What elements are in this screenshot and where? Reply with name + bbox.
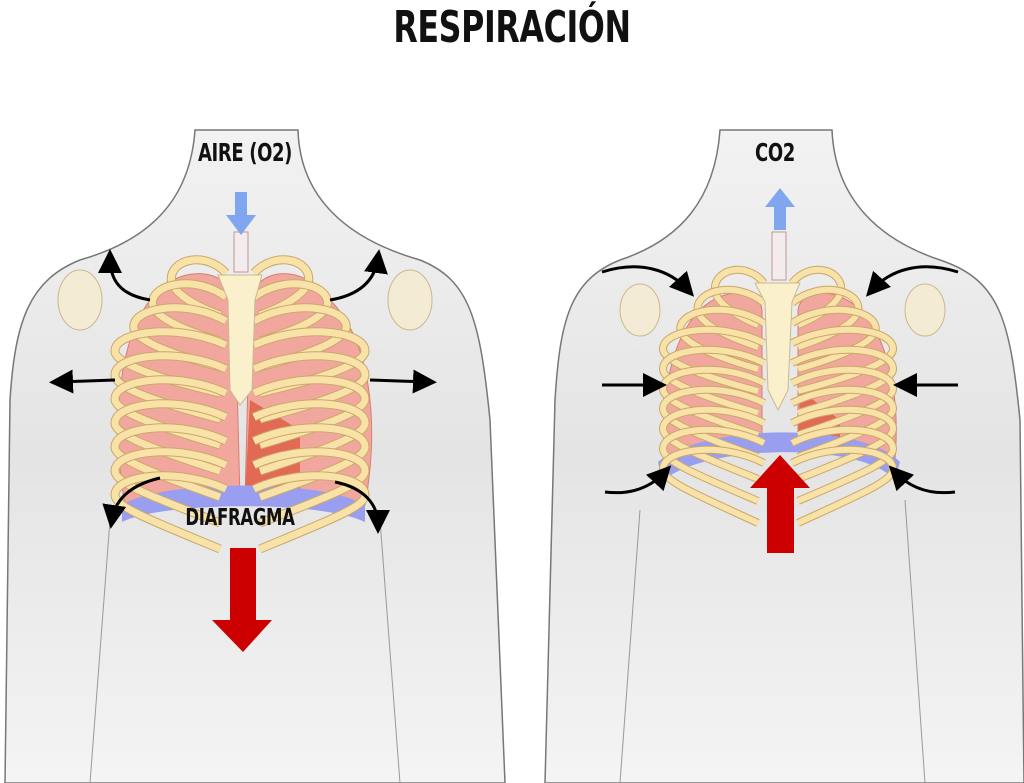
rib bbox=[659, 346, 766, 416]
rib bbox=[790, 406, 897, 482]
rib bbox=[659, 326, 766, 394]
shoulder-bones bbox=[57, 269, 946, 337]
rib bbox=[167, 256, 229, 319]
trachea-inhale bbox=[233, 231, 249, 273]
contraction-arrows bbox=[601, 265, 959, 495]
ribcage-inhale bbox=[110, 255, 370, 554]
co2-out-arrow bbox=[765, 188, 795, 230]
rib bbox=[111, 448, 228, 527]
sternum-inhale bbox=[217, 274, 263, 406]
rib bbox=[659, 386, 766, 460]
ribcage-exhale bbox=[658, 265, 898, 527]
co2-label: CO2 bbox=[755, 138, 795, 167]
diaphragm-down-arrow bbox=[212, 548, 272, 652]
trachea-exhale bbox=[771, 231, 787, 281]
page-title: RESPIRACIÓN bbox=[393, 2, 631, 53]
diaphragm-label: DIAFRAGMA bbox=[185, 505, 295, 531]
rib bbox=[790, 306, 879, 372]
rib bbox=[251, 256, 313, 319]
rib bbox=[790, 426, 897, 504]
air-in-arrow bbox=[226, 192, 256, 235]
rib bbox=[111, 472, 228, 553]
rib bbox=[790, 366, 897, 438]
sternum-exhale bbox=[754, 282, 801, 412]
torso-exhale bbox=[544, 129, 1024, 783]
rib bbox=[659, 406, 766, 482]
diaphragm-up-arrow bbox=[750, 455, 810, 553]
rib bbox=[252, 448, 369, 527]
rib bbox=[659, 426, 766, 504]
expansion-arrows bbox=[49, 249, 437, 534]
diaphragm-inhale bbox=[122, 485, 365, 522]
rib bbox=[790, 346, 897, 416]
rib bbox=[677, 306, 766, 372]
rib bbox=[790, 386, 897, 460]
air-o2-label: AIRE (O2) bbox=[197, 138, 293, 167]
rib bbox=[790, 326, 897, 394]
